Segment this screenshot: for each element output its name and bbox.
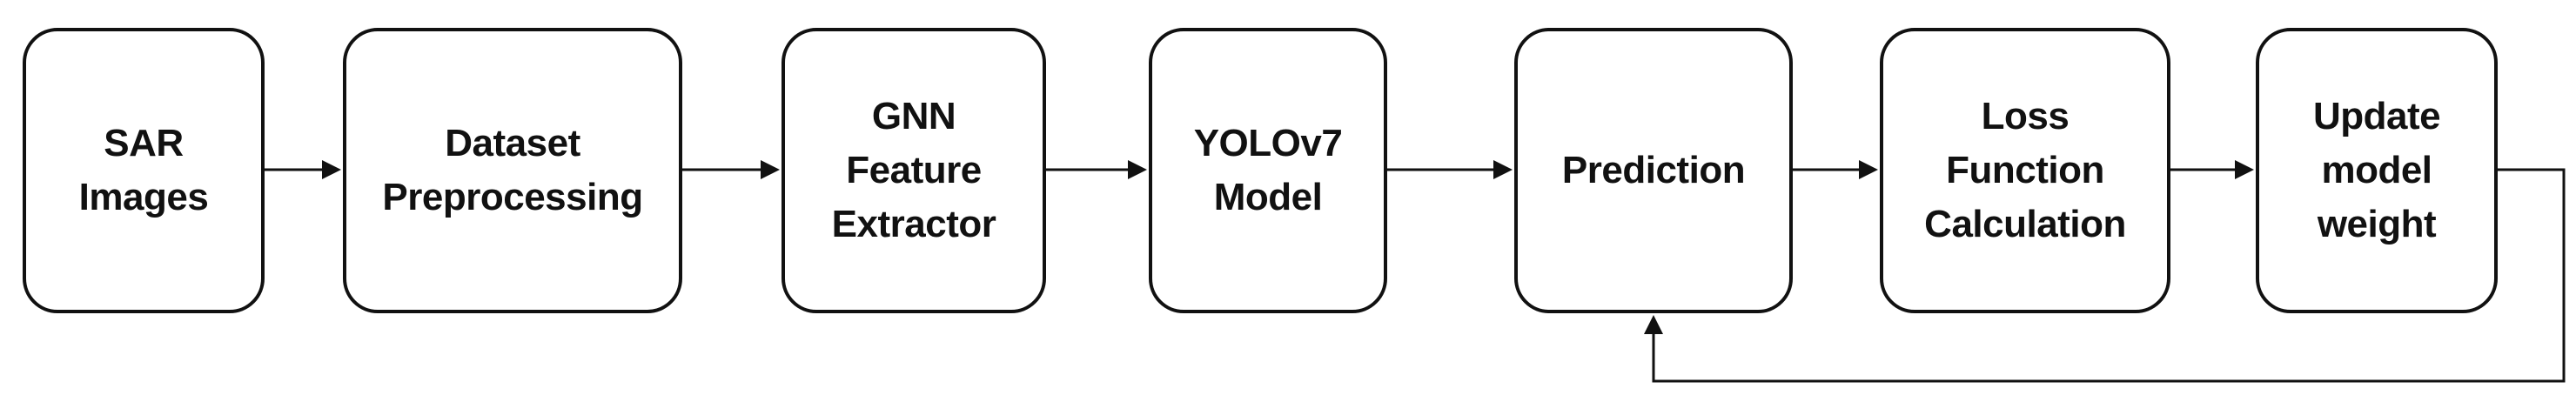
node-update-model-weight: Update model weight bbox=[2256, 28, 2498, 313]
node-label: Loss Function Calculation bbox=[1924, 95, 2126, 245]
node-label: Update model weight bbox=[2312, 95, 2441, 245]
edge-prediction-to-loss bbox=[1793, 160, 1878, 179]
edge-sar-to-preprocessing bbox=[265, 160, 341, 179]
node-loss-function-calculation: Loss Function Calculation bbox=[1880, 28, 2170, 313]
node-label: Prediction bbox=[1561, 149, 1746, 191]
node-prediction: Prediction bbox=[1514, 28, 1793, 313]
node-dataset-preprocessing: Dataset Preprocessing bbox=[343, 28, 682, 313]
edge-loss-to-update bbox=[2170, 160, 2254, 179]
node-gnn-feature-extractor: GNN Feature Extractor bbox=[782, 28, 1046, 313]
node-label: YOLOv7 Model bbox=[1193, 122, 1343, 218]
node-yolov7-model: YOLOv7 Model bbox=[1149, 28, 1387, 313]
node-sar-images: SAR Images bbox=[23, 28, 265, 313]
node-label: Dataset Preprocessing bbox=[382, 122, 643, 218]
node-label: GNN Feature Extractor bbox=[831, 95, 996, 245]
edge-gnn-to-yolov7 bbox=[1046, 160, 1147, 179]
edge-yolov7-to-prediction bbox=[1387, 160, 1513, 179]
node-label: SAR Images bbox=[78, 122, 209, 218]
edge-feedback-update-to-prediction bbox=[1644, 168, 2566, 383]
edge-preprocessing-to-gnn bbox=[682, 160, 780, 179]
